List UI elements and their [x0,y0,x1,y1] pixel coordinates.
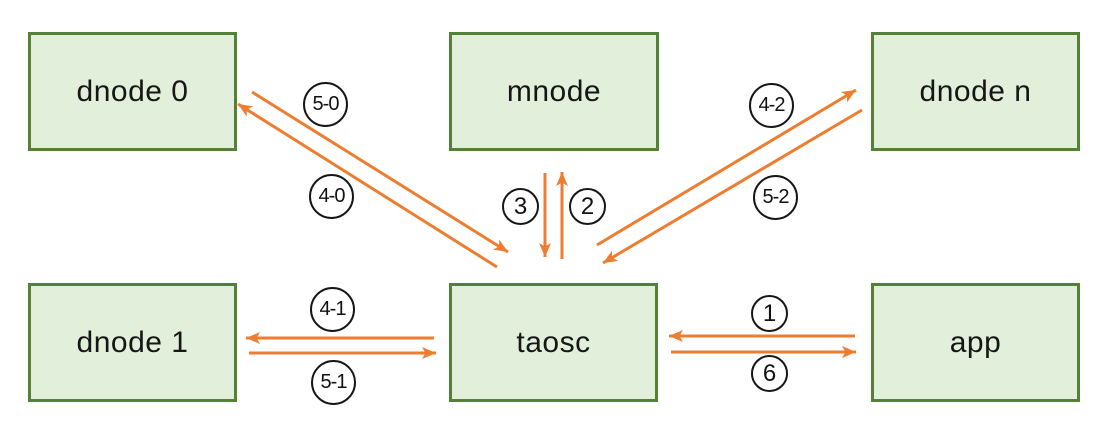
edge-label-4-2: 4-2 [749,83,794,128]
node-taosc: taosc [449,283,658,402]
edge-label-4-0: 4-0 [309,174,354,219]
node-dnode0-label: dnode 0 [76,74,189,108]
arrow-taosc-to-dnode0 [237,102,498,269]
node-dnode1-label: dnode 1 [76,325,189,359]
node-dnoden-label: dnode n [919,74,1032,108]
edge-label-3: 3 [502,188,539,225]
edge-label-4-1: 4-1 [310,287,355,332]
edge-label-5-2: 5-2 [753,175,798,220]
node-dnode0: dnode 0 [28,32,237,151]
node-mnode: mnode [449,32,659,151]
edge-label-6: 6 [751,355,788,392]
edge-label-2: 2 [569,188,606,225]
node-mnode-label: mnode [506,74,602,108]
arrow-dnode0-to-taosc [251,90,509,254]
edge-label-5-1: 5-1 [311,360,356,405]
node-app: app [871,283,1080,402]
node-taosc-label: taosc [516,325,591,359]
node-app-label: app [949,325,1002,359]
arrow-dnoden-to-taosc [602,108,863,265]
arrow-taosc-to-dnoden [596,88,857,247]
edge-label-1: 1 [751,295,788,332]
node-dnoden: dnode n [871,32,1080,151]
edge-label-5-0: 5-0 [303,82,348,127]
node-dnode1: dnode 1 [28,283,237,402]
